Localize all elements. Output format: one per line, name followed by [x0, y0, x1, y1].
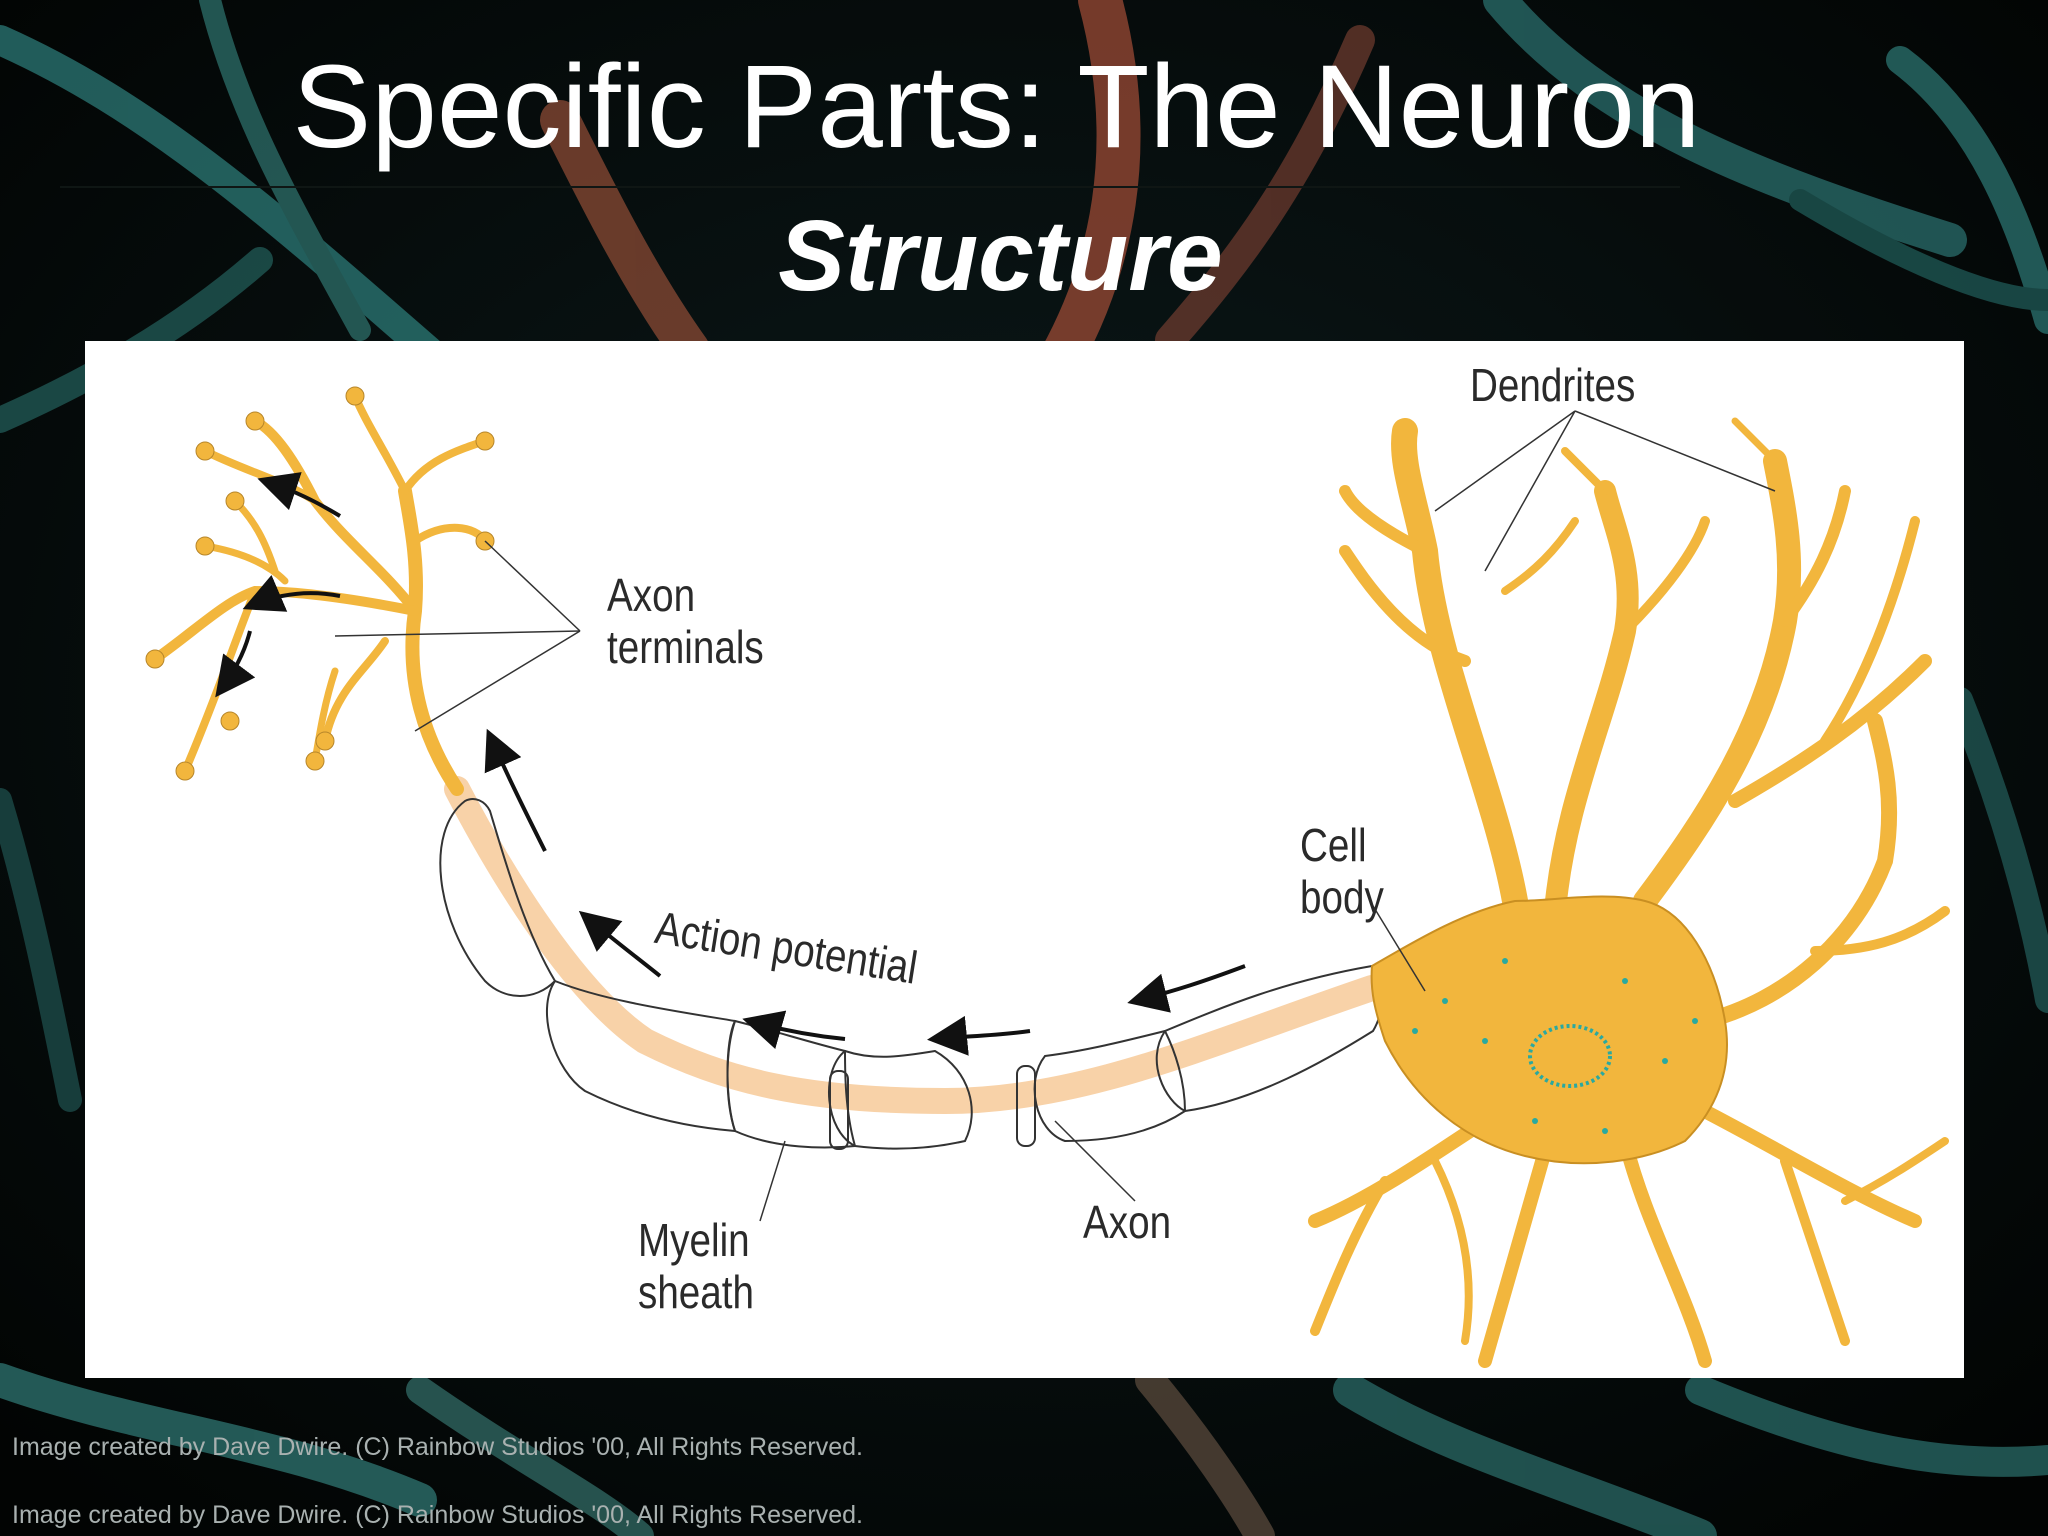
nucleus [1528, 1024, 1612, 1088]
label-axon-terminals-line2: terminals [607, 621, 764, 673]
label-cell-body: Cell body [1300, 819, 1384, 923]
dendrites [1308, 417, 1950, 1368]
label-myelin-sheath: Myelin sheath [638, 1214, 754, 1318]
label-axon: Axon [1083, 1196, 1172, 1248]
label-dendrites: Dendrites [1470, 359, 1636, 411]
image-credit: Image created by Dave Dwire. (C) Rainbow… [12, 1433, 863, 1461]
slide-title: Specific Parts: The Neuron [292, 41, 1701, 173]
neuron-diagram [145, 386, 1950, 1368]
leader-lines [334, 410, 1776, 1222]
action-potential-arrows [215, 472, 1246, 1056]
label-cell-body-line2: body [1300, 871, 1384, 923]
label-myelin-sheath-line1: Myelin [638, 1214, 750, 1266]
terminal-bulbs [145, 386, 495, 781]
nissl-dots [1412, 958, 1698, 1134]
slide-subtitle: Structure [778, 200, 1223, 312]
neuron-diagram-panel: Dendrites Axon terminals Cell body Actio… [85, 341, 1964, 1378]
label-cell-body-line1: Cell [1300, 819, 1367, 871]
label-axon-terminals: Axon terminals [607, 569, 764, 673]
label-axon-terminals-line1: Axon [607, 569, 696, 621]
axon [444, 776, 1385, 1115]
myelin-sheath [439, 798, 1383, 1150]
title-divider [60, 186, 1680, 188]
image-credit-duplicate: Image created by Dave Dwire. (C) Rainbow… [12, 1501, 863, 1529]
label-myelin-sheath-line2: sheath [638, 1266, 755, 1318]
